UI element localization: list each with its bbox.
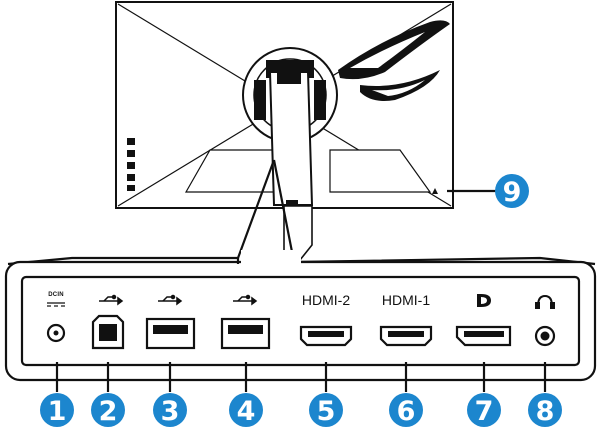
badge-3: 3 — [153, 393, 187, 427]
badge-4: 4 — [229, 393, 263, 427]
hdmi-port-2 — [301, 327, 351, 345]
badge-number: 9 — [503, 177, 522, 208]
usb-a-port-1 — [147, 319, 194, 348]
badge-number: 2 — [99, 396, 118, 427]
badge-number: 8 — [536, 396, 555, 427]
hdmi-1-label: HDMI-1 — [382, 292, 430, 308]
usb-a-port-2 — [222, 319, 269, 348]
dcin-label: DCIN — [48, 292, 63, 298]
badge-1: 1 — [40, 393, 74, 427]
badge-5: 5 — [309, 393, 343, 427]
badge-number: 3 — [161, 396, 180, 427]
hdmi-port-1 — [381, 327, 431, 345]
monitor-back-panel — [116, 2, 453, 265]
badge-number: 6 — [397, 396, 416, 427]
badge-number: 5 — [317, 396, 336, 427]
hdmi-2-label: HDMI-2 — [302, 292, 350, 308]
badge-9: 9 — [495, 174, 529, 208]
io-panel — [6, 250, 595, 380]
badge-2: 2 — [91, 393, 125, 427]
badge-7: 7 — [467, 393, 501, 427]
badge-number: 1 — [48, 396, 67, 427]
dc-power-port — [48, 325, 64, 341]
displayport-port — [457, 327, 510, 345]
badge-6: 6 — [389, 393, 423, 427]
badge-8: 8 — [528, 393, 562, 427]
usb-b-port — [93, 316, 123, 348]
badge-number: 4 — [237, 396, 256, 427]
badge-number: 7 — [475, 396, 494, 427]
audio-port — [536, 327, 554, 345]
